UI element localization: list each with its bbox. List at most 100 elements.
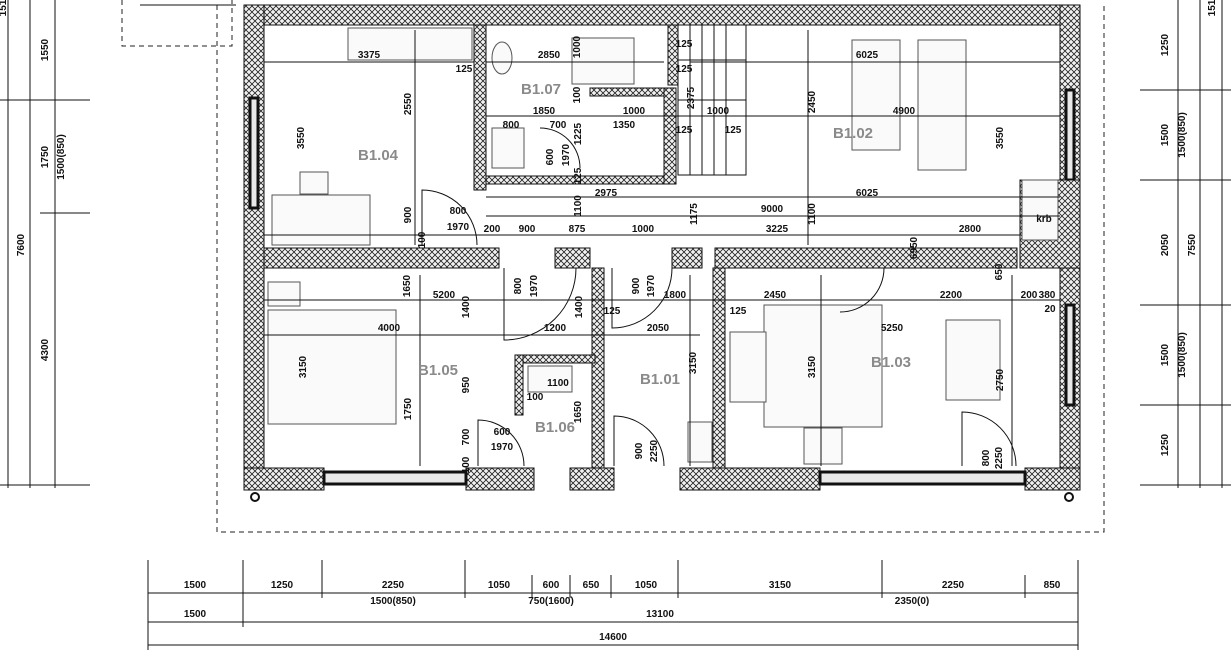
dimension-label: 1175 xyxy=(689,203,700,225)
dimension-label: 3150 xyxy=(807,355,818,378)
dimension-label: 800 xyxy=(513,277,524,294)
dimension-label: 1800 xyxy=(664,290,687,301)
dimension-label: 4000 xyxy=(378,323,401,334)
roof-outline xyxy=(216,5,1105,533)
dimension-label: 125 xyxy=(725,125,742,136)
dimension-label: 2375 xyxy=(686,86,697,109)
dimension-label: 1100 xyxy=(573,195,584,217)
dimension-label: 600 xyxy=(543,580,560,591)
dimension-label: 125 xyxy=(456,64,473,75)
dimension-label: 1500(850) xyxy=(56,134,67,180)
dimension-label: 750(1600) xyxy=(528,596,574,607)
nightstand-b105 xyxy=(267,281,301,307)
dimension-label: 1000 xyxy=(707,106,730,117)
dimension-label: 380 xyxy=(1039,290,1056,301)
dimension-label: 100 xyxy=(461,456,472,473)
dimension-label: 13100 xyxy=(646,609,674,620)
dimension-label: 3150 xyxy=(769,580,792,591)
dimension-label: 1500(850) xyxy=(1177,332,1188,378)
dimension-label: 650 xyxy=(583,580,600,591)
room-label: B1.07 xyxy=(521,81,561,98)
dimension-label: 6950 xyxy=(909,236,920,259)
dimension-label: 125 xyxy=(730,306,747,317)
door-swings xyxy=(421,127,1017,467)
dimension-label: 1225 xyxy=(573,122,584,145)
drainpipe-right xyxy=(1064,492,1074,502)
dimension-label: 1100 xyxy=(807,203,818,225)
dimension-label: 900 xyxy=(519,224,536,235)
dimension-label: 1500(850) xyxy=(1177,112,1188,158)
dimension-label: 650 xyxy=(994,263,1005,280)
dimension-label: 1970 xyxy=(561,143,572,166)
dimension-label: 125 xyxy=(676,39,693,50)
dimension-label: 1400 xyxy=(574,295,585,318)
dimension-label: 3225 xyxy=(766,224,789,235)
sofa-b102 xyxy=(917,39,967,171)
dimension-label: 1500 xyxy=(184,580,207,591)
drainpipe-left xyxy=(250,492,260,502)
bottom-dimension-chain xyxy=(147,560,1079,650)
dimension-label: 1000 xyxy=(632,224,655,235)
dimension-label: 1350 xyxy=(613,120,636,131)
terrace-outline xyxy=(121,0,233,47)
dimension-label: 1550 xyxy=(40,38,51,61)
dimension-label: 3375 xyxy=(358,50,381,61)
dimension-label: 151 xyxy=(0,0,9,16)
chair-b104 xyxy=(299,171,329,195)
dimension-label: 1050 xyxy=(488,580,511,591)
room-label: B1.05 xyxy=(418,362,458,379)
interior-dimension-lines xyxy=(264,30,1060,466)
dimension-label: 2975 xyxy=(595,188,618,199)
dimension-label: 3550 xyxy=(995,126,1006,149)
shower-b107 xyxy=(571,37,635,85)
dimension-label: 125 xyxy=(676,125,693,136)
dimension-label: 950 xyxy=(461,376,472,393)
desk-b104 xyxy=(271,194,371,246)
room-label: B1.06 xyxy=(535,419,575,436)
toilet-b107 xyxy=(491,41,513,75)
dimension-label: 900 xyxy=(403,206,414,223)
room-label: B1.01 xyxy=(640,371,680,388)
dimension-label: 1250 xyxy=(1160,433,1171,456)
dining-table-b103 xyxy=(945,319,1001,401)
dimension-label: 1850 xyxy=(533,106,556,117)
dimension-label: 5200 xyxy=(433,290,456,301)
stairs xyxy=(677,24,747,176)
dimension-label: 1970 xyxy=(447,222,470,233)
sink-b103 xyxy=(729,331,767,403)
right-dimension-chain xyxy=(1140,0,1231,488)
exterior-walls xyxy=(243,4,1081,491)
room-label: B1.04 xyxy=(358,147,399,164)
dimension-label: 200 xyxy=(1021,290,1038,301)
dimension-label: 900 xyxy=(631,277,642,294)
dimension-label: 5250 xyxy=(881,323,904,334)
dimension-label: 2750 xyxy=(995,368,1006,391)
dimension-label: 1400 xyxy=(461,295,472,318)
dimension-label: 1970 xyxy=(646,274,657,297)
dimension-label: 1970 xyxy=(491,442,514,453)
dimension-label: 1500 xyxy=(1160,343,1171,366)
room-label: B1.02 xyxy=(833,125,873,142)
dimension-label: 2850 xyxy=(538,50,561,61)
dimension-label: 800 xyxy=(981,449,992,466)
dimension-label: 2800 xyxy=(959,224,982,235)
bed-b104 xyxy=(347,27,473,61)
dimension-label: 3150 xyxy=(298,355,309,378)
dimension-label: 6025 xyxy=(856,50,879,61)
left-dimension-chain xyxy=(0,0,90,488)
stove-b103 xyxy=(803,427,843,465)
dimension-label: krb xyxy=(1036,214,1052,225)
dimension-label: 100 xyxy=(417,231,428,248)
dimension-label: 2050 xyxy=(647,323,670,334)
dimension-label: 800 xyxy=(450,206,467,217)
dimension-label: 1250 xyxy=(1160,33,1171,56)
dimension-label: 850 xyxy=(1044,580,1061,591)
kitchen-island-b103 xyxy=(763,304,883,428)
dimension-label: 4900 xyxy=(893,106,916,117)
dimension-label: 1650 xyxy=(573,400,584,423)
dimension-label: 125 xyxy=(604,306,621,317)
dimension-label: 2350(0) xyxy=(895,596,929,607)
